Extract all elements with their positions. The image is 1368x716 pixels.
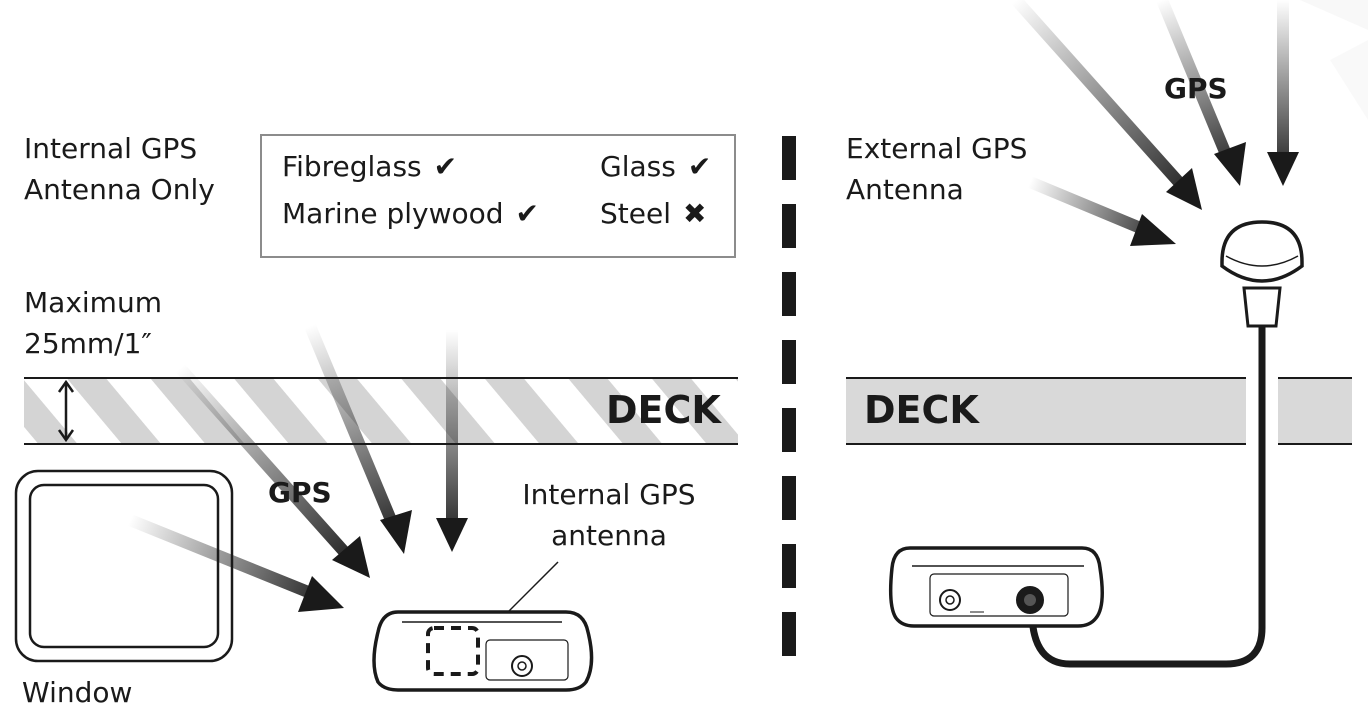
right-deck-label: DECK (864, 388, 979, 432)
left-deck-label: DECK (606, 388, 721, 432)
sun-rays-decoration (1300, 0, 1368, 120)
material-steel: Steel ✖ (600, 197, 706, 230)
internal-only-title-line1: Internal GPS (24, 132, 198, 165)
right-gps-signal-arrows (1011, 0, 1299, 246)
internal-antenna-label-line1: Internal GPS (522, 478, 696, 511)
check-icon: ✔ (687, 150, 712, 183)
thickness-arrow (57, 379, 75, 443)
max-thickness-line2: 25mm/1″ (24, 327, 152, 360)
material-name: Glass (600, 150, 676, 183)
internal-gps-unit (372, 610, 594, 692)
left-deck-band (24, 377, 738, 445)
material-name: Fibreglass (282, 150, 422, 183)
materials-box (260, 134, 736, 258)
material-name: Marine plywood (282, 197, 504, 230)
external-title-line1: External GPS (846, 132, 1028, 165)
cross-icon: ✖ (682, 197, 707, 230)
internal-antenna-label-line2: antenna (551, 519, 667, 552)
external-title-line2: Antenna (846, 173, 964, 206)
window-label: Window (22, 676, 133, 709)
check-icon: ✔ (433, 150, 458, 183)
external-gps-unit (888, 546, 1104, 628)
check-icon: ✔ (515, 197, 540, 230)
material-fibreglass: Fibreglass ✔ (282, 150, 457, 183)
material-name: Steel (600, 197, 671, 230)
antenna-cable (1028, 324, 1266, 668)
material-glass: Glass ✔ (600, 150, 711, 183)
right-deck-band (846, 377, 1352, 445)
material-marine-plywood: Marine plywood ✔ (282, 197, 539, 230)
max-thickness-line1: Maximum (24, 286, 162, 319)
left-gps-label: GPS (268, 476, 332, 509)
right-gps-label: GPS (1164, 72, 1228, 105)
window-illustration (14, 469, 234, 663)
external-gps-antenna (1220, 220, 1304, 328)
internal-only-title-line2: Antenna Only (24, 173, 215, 206)
left-gps-signal-arrows (127, 323, 468, 612)
